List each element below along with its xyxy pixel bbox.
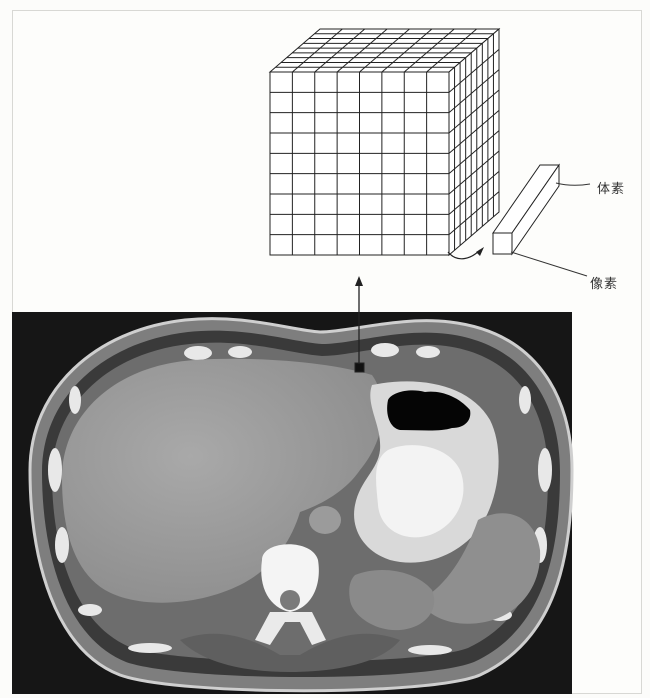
single-voxel-column bbox=[493, 165, 559, 254]
sampled-voxel-marker bbox=[355, 363, 364, 372]
ct-scan-image bbox=[12, 312, 572, 694]
aorta bbox=[309, 506, 341, 534]
curved-arrow-head bbox=[476, 247, 484, 256]
voxel-label: 体素 bbox=[597, 178, 625, 197]
pixel-label: 像素 bbox=[590, 273, 618, 292]
pixel-leader-line bbox=[511, 252, 587, 276]
voxel-leader-line bbox=[556, 183, 590, 185]
